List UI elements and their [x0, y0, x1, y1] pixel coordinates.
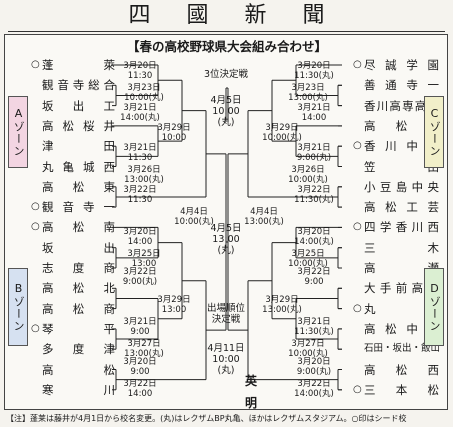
right-team-name: 香川高専高松 [364, 98, 440, 113]
left-game-schedule: 3月29日 10:00 [157, 123, 191, 143]
right-team-name: 三木 [364, 240, 440, 255]
right-team-name: 高松一 [364, 118, 440, 133]
right-team-name: 高松工芸 [364, 200, 440, 215]
left-team-name: 高松商 [42, 301, 116, 316]
left-team-name: 多度津 [42, 342, 116, 357]
left-team-name: 琴平 [42, 321, 116, 336]
zone-d-label: Dゾーン [424, 268, 444, 346]
left-team-name: 観音寺一 [42, 200, 116, 215]
seed-mark: ○ [353, 221, 362, 233]
left-game-schedule: 3月23日 10:00(丸) [124, 83, 164, 103]
placement-label: 出場順位 決定戦 [206, 303, 245, 325]
right-game-schedule: 3月29日 13:00(丸) [262, 295, 302, 315]
left-game-schedule: 3月26日 13:00(丸) [124, 165, 164, 185]
right-game-schedule: 4月4日 13:00(丸) [244, 207, 284, 227]
left-team-name: 寒川 [42, 382, 116, 397]
left-team-name: 丸亀城西 [42, 159, 116, 174]
right-game-schedule: 3月21日 11:30(丸) [294, 317, 334, 337]
seed-mark: ○ [31, 322, 40, 334]
left-game-schedule: 3月27日 13:00(丸) [124, 339, 164, 359]
right-team-name: 善通寺一 [364, 78, 440, 93]
left-game-schedule: 3月21日 11:30 [123, 143, 157, 163]
left-team-name: 高松 [42, 362, 116, 377]
left-team-name: 高松北 [42, 281, 116, 296]
left-team-name: 観音寺総合 [42, 78, 116, 93]
right-team-name: 石田・坂出・飯山 [364, 343, 441, 355]
article-title: 【春の高校野球県大会組み合わせ】 [126, 39, 327, 54]
left-game-schedule: 3月22日 11:30 [123, 185, 157, 205]
right-team-name: 尽誠学園 [364, 58, 440, 72]
right-team-name: 笠田 [364, 159, 440, 174]
left-game-schedule: 3月20日 14:00 [123, 227, 157, 247]
right-game-schedule: 3月23日 13:00(丸) [288, 83, 328, 103]
right-team-name: 高瀬 [364, 261, 440, 275]
newspaper-masthead: 四國新聞 [128, 3, 361, 28]
right-team-name: 高松中央 [364, 321, 440, 336]
left-team-name: 高松東 [42, 179, 116, 194]
zone-c-label: Cゾーン [424, 96, 444, 168]
left-team-name: 坂出工 [42, 98, 116, 113]
left-game-schedule: 3月25日 13:00 [127, 249, 161, 269]
seed-mark: ○ [353, 383, 362, 395]
final-name-bottom: 明 [245, 396, 258, 410]
right-team-name: 三本松 [364, 382, 440, 397]
footnote: 【注】蓬莱は藤井が4月1日から校名変更。(丸)はレクザムBP丸亀、ほかはレクザム… [6, 414, 407, 423]
left-game-schedule: 3月22日 14:00 [123, 379, 157, 399]
seed-mark: ○ [353, 302, 362, 314]
left-game-schedule: 3月21日 9:00 [123, 317, 157, 337]
right-game-schedule: 3月22日 11:30(丸) [294, 185, 334, 205]
right-game-schedule: 3月25日 10:00(丸) [288, 249, 328, 269]
right-team-name: 丸亀 [364, 301, 440, 316]
masthead-rule [8, 31, 445, 32]
placement-game: 4月11日 10:00 (丸) [207, 343, 245, 376]
left-game-schedule: 3月22日 9:00(丸) [122, 267, 158, 287]
right-game-schedule: 3月20日 9:00(丸) [296, 357, 332, 377]
right-team-name: 四学香川西 [364, 220, 440, 235]
right-game-schedule: 3月27日 10:00(丸) [288, 339, 328, 359]
left-game-schedule: 3月20日 9:00 [123, 357, 157, 377]
seed-mark: ○ [353, 59, 362, 70]
seed-mark: ○ [31, 221, 40, 233]
left-team-name: 高松桜井 [42, 118, 116, 133]
right-team-name: 大手前高松 [364, 281, 440, 296]
third-place-label: 3位決定戦 [203, 69, 249, 80]
left-team-name: 蓬萊 [42, 58, 116, 72]
left-team-name: 志度商 [42, 261, 116, 275]
right-game-schedule: 3月20日 11:30(丸) [294, 61, 334, 81]
seed-mark: ○ [31, 59, 40, 70]
final-name-top: 英 [245, 374, 258, 388]
right-team-name: 小豆島中央 [364, 179, 440, 194]
seed-mark: ○ [31, 201, 40, 213]
left-team-name: 坂出 [42, 240, 116, 255]
right-team-name: 香川中央 [364, 139, 440, 154]
left-game-schedule: 3月29日 13:00 [157, 295, 191, 315]
third-place-game: 4月5日 10:00 (丸) [210, 95, 242, 128]
zone-a-label: Aゾーン [8, 96, 28, 168]
right-game-schedule: 3月26日 10:00(丸) [288, 165, 328, 185]
left-game-schedule: 3月21日 14:00(丸) [120, 103, 160, 123]
final-game: 4月5日 13:00 (丸) [210, 223, 242, 256]
zone-b-label: Bゾーン [8, 268, 28, 346]
left-team-name: 津田 [42, 139, 116, 154]
right-game-schedule: 3月21日 9:00(丸) [296, 143, 332, 163]
right-game-schedule: 3月20日 14:00(丸) [294, 227, 334, 247]
right-game-schedule: 3月22日 9:00 [297, 267, 331, 287]
right-game-schedule: 3月22日 14:00(丸) [294, 379, 334, 399]
left-game-schedule: 4月4日 10:00(丸) [174, 207, 214, 227]
left-game-schedule: 3月20日 11:30 [123, 61, 157, 81]
seed-mark: ○ [353, 140, 362, 152]
left-team-name: 高松南 [42, 220, 116, 235]
right-game-schedule: 3月29日 10:00(丸) [262, 123, 302, 143]
right-game-schedule: 3月21日 14:00 [297, 103, 331, 123]
right-team-name: 高松西 [364, 362, 440, 377]
